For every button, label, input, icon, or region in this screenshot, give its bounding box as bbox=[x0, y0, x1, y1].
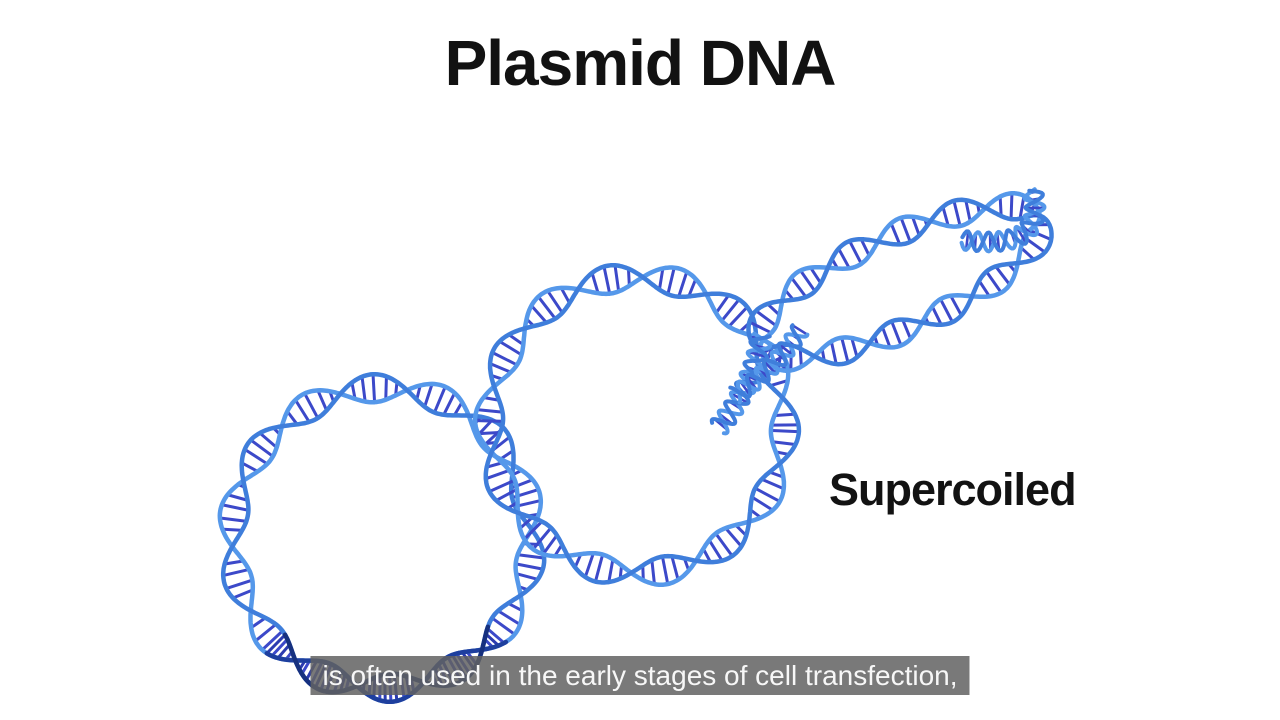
supercoiled-label: Supercoiled bbox=[829, 464, 1077, 515]
subtitle-bar: is often used in the early stages of cel… bbox=[310, 656, 970, 695]
page-title: Plasmid DNA bbox=[444, 27, 837, 99]
subtitle-text: is often used in the early stages of cel… bbox=[322, 660, 958, 691]
